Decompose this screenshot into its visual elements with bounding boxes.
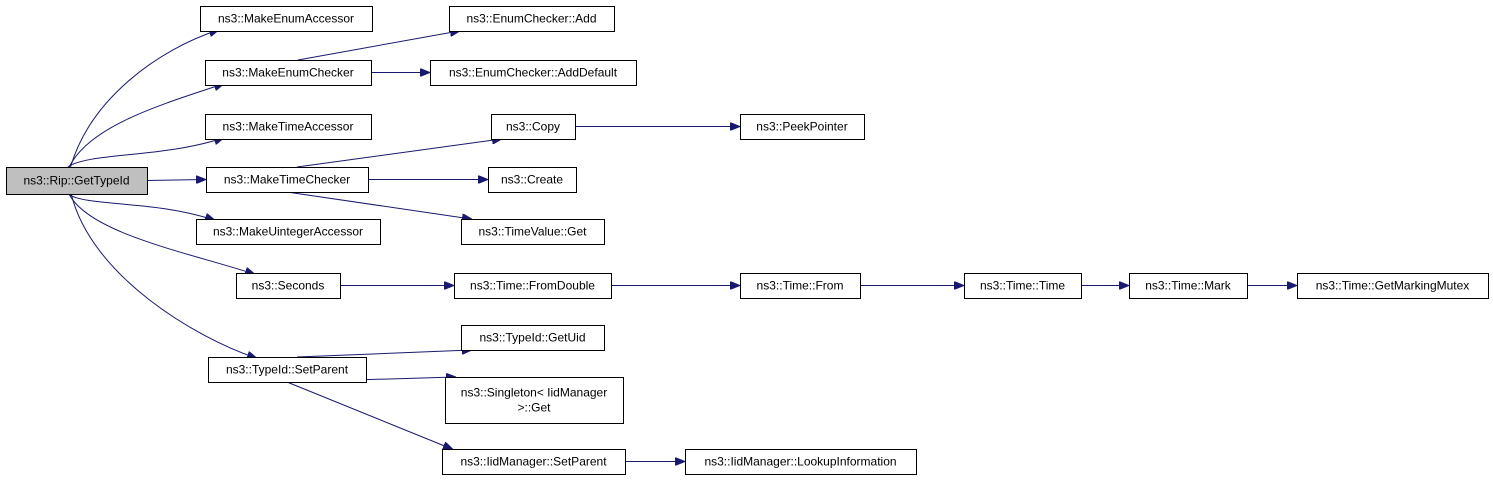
- node-label: ns3::EnumChecker::AddDefault: [449, 66, 618, 80]
- node-label: ns3::Time::Time: [980, 279, 1065, 293]
- node-label: ns3::IidManager::SetParent: [460, 455, 607, 469]
- node-mea[interactable]: ns3::MakeEnumAccessor: [200, 6, 373, 32]
- node-label: ns3::PeekPointer: [756, 120, 847, 134]
- edge-mec-to-eca: [297, 31, 459, 61]
- node-box: [200, 6, 373, 32]
- node-label: ns3::Seconds: [252, 279, 325, 293]
- node-box: [454, 273, 612, 299]
- edge-tsp-to-isp: [286, 381, 452, 449]
- node-tfd[interactable]: ns3::Time::FromDouble: [454, 273, 612, 299]
- edge-root-to-sec: [68, 193, 254, 274]
- node-label: ns3::MakeEnumChecker: [222, 66, 353, 80]
- node-box: [6, 167, 148, 195]
- node-label: ns3::TypeId::SetParent: [226, 363, 349, 377]
- edge-root-to-tsp: [70, 193, 256, 358]
- node-label: ns3::Time::Mark: [1145, 279, 1232, 293]
- node-tvg[interactable]: ns3::TimeValue::Get: [461, 219, 605, 245]
- edge-root-to-mua: [67, 193, 214, 220]
- node-label: ns3::MakeEnumAccessor: [218, 12, 354, 26]
- node-mta[interactable]: ns3::MakeTimeAccessor: [205, 114, 372, 140]
- node-eca[interactable]: ns3::EnumChecker::Add: [449, 6, 615, 32]
- node-box: [1297, 273, 1489, 299]
- node-label: ns3::Copy: [506, 120, 560, 134]
- node-box: [205, 60, 372, 86]
- node-tgu[interactable]: ns3::TypeId::GetUid: [461, 325, 605, 351]
- node-cpy[interactable]: ns3::Copy: [491, 114, 576, 140]
- node-ttm[interactable]: ns3::Time::Time: [964, 273, 1082, 299]
- node-sec[interactable]: ns3::Seconds: [236, 273, 341, 299]
- node-box: [449, 6, 615, 32]
- node-tsp[interactable]: ns3::TypeId::SetParent: [208, 357, 367, 383]
- node-label: ns3::Time::From: [757, 279, 844, 293]
- node-box: [461, 325, 605, 351]
- node-box: [236, 273, 341, 299]
- node-ppt[interactable]: ns3::PeekPointer: [740, 114, 865, 140]
- node-label: ns3::EnumChecker::Add: [466, 12, 596, 26]
- edges-layer: [67, 30, 1296, 462]
- node-box: [445, 377, 624, 424]
- node-label: ns3::Time::GetMarkingMutex: [1316, 279, 1470, 293]
- node-tgm[interactable]: ns3::Time::GetMarkingMutex: [1297, 273, 1489, 299]
- edge-mtc-to-tvg: [286, 191, 471, 219]
- edge-tsp-to-tgu: [296, 350, 471, 358]
- node-label: ns3::Create: [501, 173, 563, 187]
- node-box: [1129, 273, 1248, 299]
- node-label: ns3::MakeTimeAccessor: [223, 120, 354, 134]
- edge-root-to-mea: [70, 30, 218, 168]
- node-label: ns3::IidManager::LookupInformation: [704, 455, 896, 469]
- node-label: ns3::Rip::GetTypeId: [23, 174, 129, 188]
- node-label: ns3::MakeUintegerAccessor: [213, 225, 363, 239]
- node-label: >::Get: [517, 401, 551, 415]
- node-label: ns3::Singleton< IidManager: [461, 386, 607, 400]
- node-crt[interactable]: ns3::Create: [488, 167, 577, 193]
- node-root[interactable]: ns3::Rip::GetTypeId: [6, 167, 148, 195]
- node-box: [685, 449, 917, 475]
- node-box: [740, 114, 865, 140]
- node-label: ns3::TimeValue::Get: [478, 225, 587, 239]
- node-sgl[interactable]: ns3::Singleton< IidManager>::Get: [445, 377, 624, 424]
- node-mec[interactable]: ns3::MakeEnumChecker: [205, 60, 372, 86]
- edge-root-to-mtc: [146, 180, 205, 181]
- node-box: [461, 219, 605, 245]
- node-box: [442, 449, 626, 475]
- edge-root-to-mta: [67, 138, 223, 168]
- node-box: [740, 273, 861, 299]
- node-label: ns3::MakeTimeChecker: [224, 173, 350, 187]
- node-box: [430, 60, 637, 86]
- node-isp[interactable]: ns3::IidManager::SetParent: [442, 449, 626, 475]
- edge-root-to-mec: [68, 84, 223, 168]
- nodes-layer: ns3::Rip::GetTypeId ns3::MakeEnumAccessor…: [6, 6, 1489, 475]
- node-mtc[interactable]: ns3::MakeTimeChecker: [206, 167, 369, 193]
- node-ecd[interactable]: ns3::EnumChecker::AddDefault: [430, 60, 637, 86]
- node-box: [964, 273, 1082, 299]
- node-label: ns3::TypeId::GetUid: [479, 331, 585, 345]
- node-tmk[interactable]: ns3::Time::Mark: [1129, 273, 1248, 299]
- node-tfr[interactable]: ns3::Time::From: [740, 273, 861, 299]
- edge-mtc-to-cpy: [296, 139, 501, 168]
- node-box: [205, 114, 372, 140]
- node-box: [488, 167, 577, 193]
- node-mua[interactable]: ns3::MakeUintegerAccessor: [196, 219, 381, 245]
- node-box: [208, 357, 367, 383]
- node-box: [196, 219, 381, 245]
- node-box: [491, 114, 576, 140]
- node-label: ns3::Time::FromDouble: [470, 279, 595, 293]
- node-ili[interactable]: ns3::IidManager::LookupInformation: [685, 449, 917, 475]
- node-box: [206, 167, 369, 193]
